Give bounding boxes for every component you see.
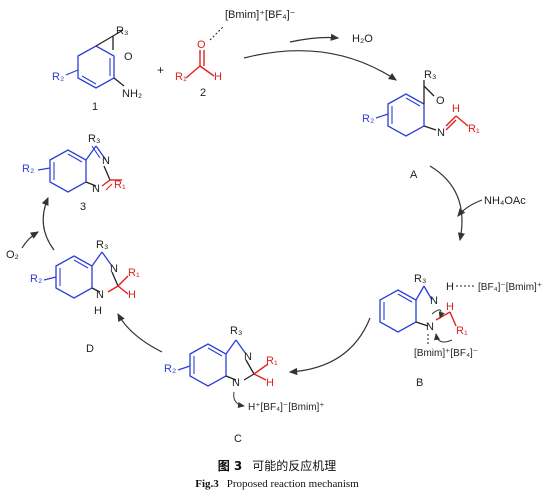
c-r3: R₃ bbox=[230, 325, 242, 337]
c3-r1: R₁ bbox=[114, 179, 126, 191]
b-label: B bbox=[416, 377, 423, 389]
product-3: R₂ R₃ N N R₁ 3 bbox=[22, 133, 126, 213]
ammonium-acetate-label: NH₄OAc bbox=[484, 195, 526, 207]
c3-label: 3 bbox=[80, 201, 86, 213]
c-n1: N bbox=[244, 351, 252, 363]
d-h2: H bbox=[128, 289, 136, 301]
ionic-liquid-label: [Bmim]⁺[BF₄]⁻ bbox=[225, 9, 296, 21]
caption-cn-number: 图 3 bbox=[217, 459, 243, 473]
water-byproduct: H₂O bbox=[352, 33, 373, 45]
d-n2: N bbox=[96, 289, 104, 301]
caption-en-number: Fig.3 bbox=[195, 478, 219, 490]
b-n2: N bbox=[426, 321, 434, 333]
caption-english: Fig.3 Proposed reaction mechanism bbox=[0, 478, 554, 490]
oxygen-label: O₂ bbox=[6, 249, 19, 261]
c2-r1: R₁ bbox=[175, 71, 187, 83]
caption-en-text: Proposed reaction mechanism bbox=[226, 478, 359, 490]
c-h-bf4-bmim: H⁺[BF₄]⁻[Bmim]⁺ bbox=[248, 402, 325, 413]
a-n: N bbox=[437, 127, 445, 139]
b-bmim-bf4: [Bmim]⁺[BF₄]⁻ bbox=[414, 348, 478, 359]
b-bf4-bmim: [BF₄]⁻[Bmim]⁺ bbox=[478, 282, 542, 293]
intermediate-a: R₂ R₃ O N H R₁ A bbox=[362, 69, 480, 181]
c-n2: N bbox=[232, 377, 240, 389]
caption-chinese: 图 3 可能的反应机理 bbox=[0, 457, 554, 474]
d-r2: R₂ bbox=[30, 273, 42, 285]
b-h2: H bbox=[446, 301, 454, 313]
c3-r2: R₂ bbox=[22, 163, 34, 175]
c1-label: 1 bbox=[92, 101, 98, 113]
a-r1: R₁ bbox=[468, 123, 480, 135]
intermediate-d: R₂ R₃ N R₁ N H H D bbox=[30, 239, 140, 355]
c1-o: O bbox=[124, 51, 133, 63]
c1-nh2: NH₂ bbox=[122, 88, 142, 100]
a-label: A bbox=[410, 169, 418, 181]
plus-sign: + bbox=[157, 63, 164, 77]
a-o: O bbox=[436, 95, 445, 107]
c3-r3: R₃ bbox=[88, 133, 100, 145]
c-r1: R₁ bbox=[266, 355, 278, 367]
c1-r2: R₂ bbox=[52, 71, 64, 83]
caption-cn-text: 可能的反应机理 bbox=[252, 459, 337, 473]
compound-1: R₂ R₃ O NH₂ 1 bbox=[52, 25, 142, 113]
b-r1: R₁ bbox=[456, 325, 468, 337]
c2-label: 2 bbox=[200, 87, 206, 99]
c-r2: R₂ bbox=[164, 363, 176, 375]
c3-n1: N bbox=[102, 155, 110, 167]
a-r2: R₂ bbox=[362, 113, 374, 125]
d-h1: H bbox=[94, 305, 102, 317]
a-r3: R₃ bbox=[424, 69, 436, 81]
c2-o: O bbox=[197, 39, 206, 51]
b-n1: N bbox=[430, 295, 438, 307]
b-r3: R₃ bbox=[414, 273, 426, 285]
c1-r3: R₃ bbox=[116, 25, 128, 37]
compound-2: O R₁ H 2 bbox=[175, 39, 222, 99]
d-label: D bbox=[86, 343, 94, 355]
intermediate-c: R₂ R₃ N N R₁ H H⁺[BF₄]⁻[Bmim]⁺ C bbox=[164, 325, 325, 445]
b-h1: H bbox=[446, 281, 454, 293]
c-h: H bbox=[266, 377, 274, 389]
c-label: C bbox=[234, 433, 242, 445]
d-n1: N bbox=[110, 263, 118, 275]
a-h: H bbox=[452, 103, 460, 115]
d-r3: R₃ bbox=[96, 239, 108, 251]
intermediate-b: R₃ N H [BF₄]⁻[Bmim]⁺ N H R₁ [Bmim]⁺[BF₄]… bbox=[379, 273, 542, 389]
d-r1: R₁ bbox=[128, 267, 140, 279]
c2-h: H bbox=[214, 71, 222, 83]
c3-n2: N bbox=[92, 183, 100, 195]
